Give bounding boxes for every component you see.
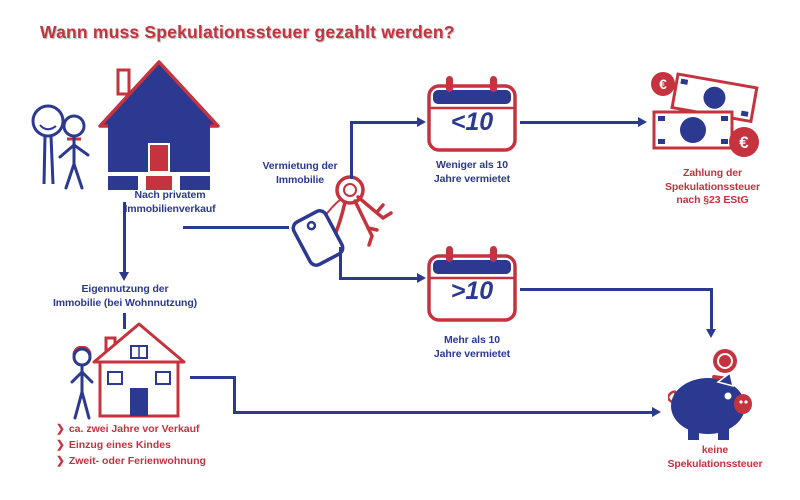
list-item: ❯ca. zwei Jahre vor Verkauf [56,423,200,435]
calendar-less-label: Weniger als 10 Jahre vermietet [433,159,511,185]
keys-tag-icon [291,175,393,267]
exemption-list: ❯ca. zwei Jahre vor Verkauf ❯Einzug eine… [56,421,276,469]
connector-house-to-keys [183,226,289,229]
connector-to-calendar-more [339,277,420,280]
connector-keys-up [350,121,353,179]
house-small-icon [92,322,186,418]
tree-icon [31,104,65,185]
no-tax-outcome-label: keine Spekulationssteuer [667,444,763,470]
connector-to-piggy-horizontal [520,288,712,291]
rental-branch-label: Vermietung der Immobilie [262,160,338,186]
connector-label-to-small-house [123,313,126,329]
connector-small-house-right [190,376,236,379]
chevron-bullet-icon: ❯ [56,455,65,467]
chevron-bullet-icon: ❯ [56,423,65,435]
arrowhead-calendar-more [417,273,426,283]
arrowhead-self-use [119,272,129,281]
arrowhead-calendar-less [417,117,426,127]
calendar-more-value: >10 [450,277,494,305]
connector-small-house-to-piggy [233,411,655,414]
list-item: ❯Zweit- oder Ferienwohnung [56,455,206,467]
connector-to-piggy-vertical [710,288,713,330]
connector-small-house-down [233,376,236,414]
person-small-icon [70,346,94,420]
calendar-more-label: Mehr als 10 Jahre vermietet [433,334,511,360]
calendar-less-value: <10 [450,108,494,136]
connector-keys-down [339,247,342,279]
arrowhead-piggy-top [706,329,716,338]
self-use-branch-label: Eigennutzung der Immobilie (bei Wohnnutz… [52,283,198,309]
list-item: ❯Einzug eines Kindes [56,439,171,451]
arrowhead-piggy-left [652,407,661,417]
connector-to-calendar-less [350,121,420,124]
calendar-less-icon [427,76,517,152]
euro-glyph-large: € [739,133,749,152]
euro-glyph-small: € [659,76,667,92]
calendar-more-icon [427,246,517,322]
page-title: Wann muss Spekulationssteuer gezahlt wer… [40,22,455,42]
arrowhead-money [638,117,647,127]
house-icon [98,60,220,190]
connector-house-down [123,202,126,274]
start-label: Nach privatem Immobilienverkauf [124,189,216,215]
money-icon: € € [651,72,759,157]
person-icon [58,114,90,190]
chevron-bullet-icon: ❯ [56,439,65,451]
tax-outcome-label: Zahlung der Spekulationssteuer nach §23 … [664,167,761,206]
piggy-bank-icon [668,349,752,440]
connector-to-money [520,121,640,124]
